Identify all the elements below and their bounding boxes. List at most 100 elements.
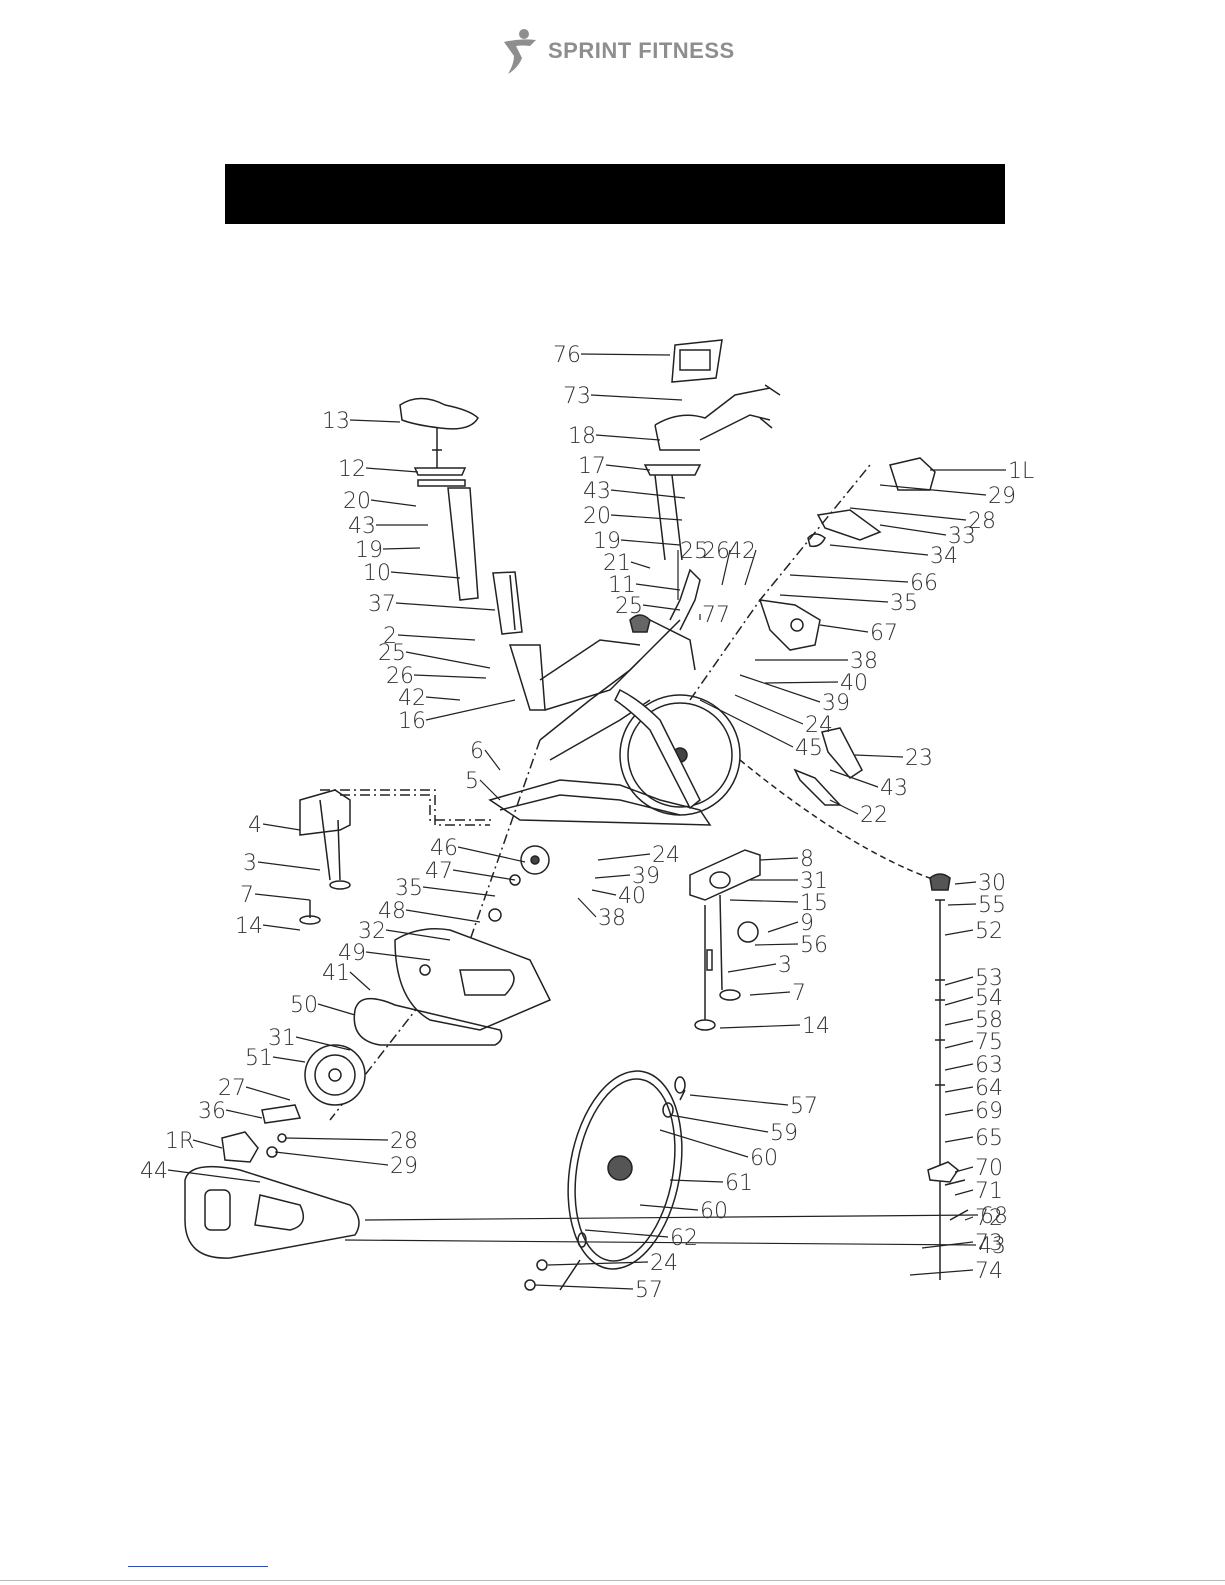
part-number-label: 43 — [583, 479, 611, 504]
leader-line — [767, 921, 799, 933]
leader-line — [729, 899, 799, 903]
part-number-label: 58 — [975, 1008, 1003, 1033]
leader-line — [721, 549, 731, 586]
leader-line — [635, 583, 681, 591]
part-number-label: 10 — [363, 561, 391, 586]
part-number-label: 4 — [248, 813, 262, 838]
part-number-label: 24 — [650, 1251, 678, 1276]
part-number-label: 15 — [800, 891, 828, 916]
leader-line — [954, 881, 977, 885]
footer-rule — [0, 1580, 1225, 1581]
part-number-label: 56 — [800, 933, 828, 958]
part-number-label: 7 — [240, 883, 254, 908]
leader-line — [944, 1086, 974, 1093]
leader-line — [382, 547, 421, 550]
leader-line — [744, 549, 757, 586]
leader-line — [719, 1024, 801, 1029]
leader-line — [413, 674, 487, 679]
part-number-label: 25 — [615, 594, 643, 619]
part-number-label: 77 — [702, 603, 730, 628]
part-number-label: 11 — [608, 573, 636, 598]
part-number-label: 52 — [975, 919, 1003, 944]
leader-line — [944, 1040, 974, 1049]
part-number-label: 71 — [975, 1179, 1003, 1204]
leader-line — [262, 924, 301, 931]
part-number-label: 64 — [975, 1076, 1003, 1101]
leader-line — [584, 1229, 669, 1238]
part-number-label: 41 — [322, 961, 350, 986]
part-number-label: 1L — [1008, 459, 1034, 484]
part-number-label: 47 — [425, 859, 453, 884]
part-number-label: 43 — [348, 514, 376, 539]
part-number-label: 33 — [948, 524, 976, 549]
part-number-label: 25 — [378, 641, 406, 666]
part-number-label: 40 — [618, 884, 646, 909]
leader-line — [590, 394, 683, 401]
part-number-label: 31 — [800, 869, 828, 894]
leader-line — [829, 769, 879, 788]
part-number-label: 48 — [378, 899, 406, 924]
part-number-label: 34 — [930, 544, 958, 569]
leader-line — [727, 963, 777, 973]
part-number-label: 68 — [980, 1204, 1008, 1229]
leader-line — [659, 1129, 749, 1158]
part-number-label: 54 — [975, 986, 1003, 1011]
part-number-label: 73 — [975, 1231, 1003, 1256]
leader-line — [257, 861, 321, 871]
leader-line — [921, 1241, 974, 1249]
leader-line — [349, 419, 401, 423]
part-number-label: 28 — [390, 1129, 418, 1154]
leader-line — [754, 943, 799, 946]
leader-line — [594, 874, 631, 879]
part-number-label: 22 — [860, 803, 888, 828]
leader-line — [829, 799, 859, 815]
footer-link-underline — [128, 1566, 268, 1567]
leader-line — [591, 889, 617, 896]
part-number-label: 38 — [850, 649, 878, 674]
leader-line — [344, 1239, 977, 1246]
leader-line — [385, 929, 451, 941]
part-number-label: 26 — [702, 539, 730, 564]
part-number-label: 26 — [386, 664, 414, 689]
leader-line — [964, 1216, 974, 1221]
leader-line — [620, 539, 681, 546]
part-number-label: 63 — [975, 1053, 1003, 1078]
leader-line — [610, 489, 686, 499]
leader-line — [639, 1204, 699, 1211]
leader-line — [944, 1109, 974, 1116]
part-number-label: 19 — [593, 529, 621, 554]
leader-line — [390, 571, 461, 579]
leader-line — [479, 779, 501, 801]
part-number-label: 74 — [975, 1259, 1003, 1284]
part-number-label: 61 — [725, 1171, 753, 1196]
part-number-label: 65 — [975, 1126, 1003, 1151]
leader-line — [225, 1109, 263, 1119]
part-number-label: 3 — [778, 953, 792, 978]
part-number-label: 27 — [218, 1076, 246, 1101]
leader-line — [605, 464, 651, 471]
part-number-label: 9 — [800, 911, 814, 936]
leader-line — [879, 484, 987, 496]
part-number-label: 36 — [198, 1099, 226, 1124]
part-number-label: 19 — [355, 538, 383, 563]
part-number-label: 14 — [802, 1014, 830, 1039]
leader-line — [534, 1284, 634, 1290]
leader-line — [295, 1036, 351, 1051]
leader-line — [819, 624, 869, 633]
part-number-label: 72 — [975, 1206, 1003, 1231]
leader-line — [192, 1139, 223, 1149]
part-number-label: 43 — [978, 1234, 1006, 1259]
leader-line — [764, 681, 839, 684]
leader-line — [879, 524, 947, 536]
leader-line — [689, 1094, 789, 1106]
part-number-label: 29 — [988, 484, 1016, 509]
part-number-label: 39 — [822, 691, 850, 716]
part-number-label: 55 — [978, 893, 1006, 918]
leader-line — [669, 1179, 724, 1183]
part-number-label: 76 — [553, 343, 581, 368]
part-number-label: 21 — [603, 551, 631, 576]
part-number-label: 51 — [245, 1046, 273, 1071]
part-number-label: 13 — [322, 409, 350, 434]
part-number-label: 66 — [910, 571, 938, 596]
leader-line — [580, 353, 671, 356]
